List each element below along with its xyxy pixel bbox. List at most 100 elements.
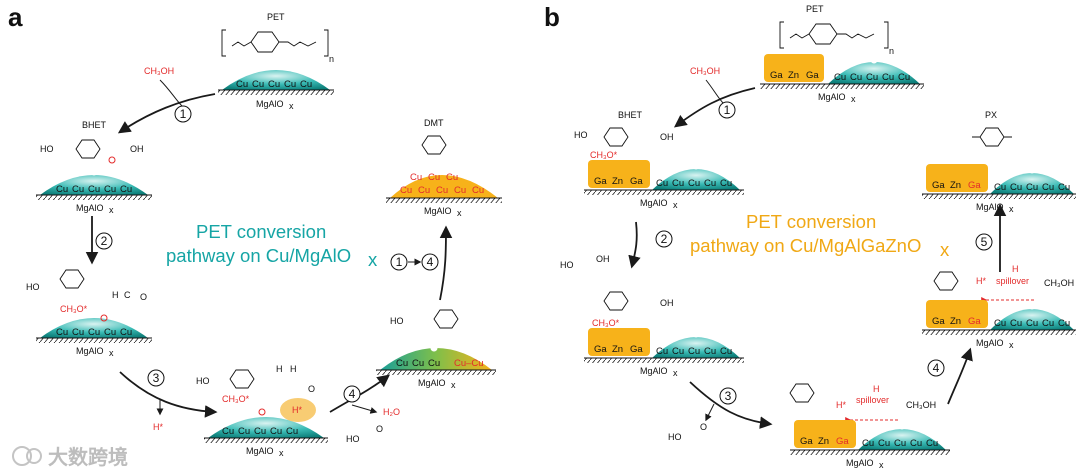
up-arrow-a bbox=[439, 225, 453, 301]
step1-arrow-b bbox=[673, 87, 756, 128]
ga-atom: Ga bbox=[932, 180, 945, 191]
cu-atom: Cu bbox=[300, 79, 312, 90]
cu-atom: Cu bbox=[412, 358, 424, 369]
hstar-label-b3: H* bbox=[836, 400, 846, 410]
step3-arrow-b bbox=[689, 381, 773, 429]
byproduct-o-label: O bbox=[376, 424, 383, 434]
panel-a-letter: a bbox=[8, 2, 23, 32]
ho-label: HO bbox=[574, 130, 588, 140]
cu-atom: Cu bbox=[104, 184, 116, 195]
intermediate-2-a: HO CH₃O* H C O Cu Cu Cu Cu Cu MgAlO x bbox=[26, 269, 152, 358]
step-1-icon-a2 bbox=[390, 253, 408, 271]
bhet-label-b: BHET bbox=[618, 110, 643, 120]
support-label: MgAlO bbox=[640, 198, 668, 208]
support-label: MgAlO bbox=[246, 446, 274, 456]
ga-atom: Ga bbox=[630, 176, 643, 187]
cu-atom: Cu bbox=[866, 72, 878, 83]
ga-atom: Ga bbox=[800, 436, 813, 447]
cu-cu-site: Cu–Cu bbox=[454, 358, 484, 369]
cu-atom: Cu bbox=[238, 426, 250, 437]
cu-atom: Cu bbox=[656, 346, 668, 357]
panel-b-title-line2: pathway on Cu/MgAlGaZnO bbox=[690, 235, 921, 256]
zn-atom: Zn bbox=[612, 344, 623, 355]
cu-atom: Cu bbox=[994, 182, 1006, 193]
support-sub: x bbox=[879, 460, 884, 470]
pet-structure-b: PET n bbox=[779, 4, 894, 56]
cu-atom: Cu bbox=[898, 72, 910, 83]
zn-atom: Zn bbox=[788, 70, 799, 81]
cu-atom: Cu bbox=[1042, 182, 1054, 193]
cu-atom: Cu bbox=[410, 172, 422, 183]
methanol-label-b4: CH₃OH bbox=[1044, 278, 1074, 288]
cu-atom: Cu bbox=[222, 426, 234, 437]
step-4-icon-a2 bbox=[421, 253, 439, 271]
zn-atom: Zn bbox=[818, 436, 829, 447]
support-sub: x bbox=[109, 205, 114, 215]
support-label: MgAlO bbox=[418, 378, 446, 388]
cu-atom: Cu bbox=[472, 185, 484, 196]
cu-atom: Cu bbox=[56, 184, 68, 195]
cu-atom: Cu bbox=[994, 318, 1006, 329]
pet-structure-a: PET n bbox=[221, 12, 334, 64]
panel-b-letter: b bbox=[544, 2, 560, 32]
ho-label: HO bbox=[390, 316, 404, 326]
o-label: O bbox=[308, 384, 315, 394]
byproduct-o-label-b: O bbox=[700, 422, 707, 432]
support-label: MgAlO bbox=[424, 206, 452, 216]
methanol-feed-a bbox=[159, 79, 183, 107]
methoxy-label-b: CH₃O* bbox=[590, 150, 618, 160]
step1-arrow-a bbox=[117, 93, 216, 134]
intermediate-4-a: HO Cu Cu Cu Cu–Cu MgAlO x bbox=[376, 309, 496, 390]
cu-atom: Cu bbox=[688, 178, 700, 189]
px-label: PX bbox=[985, 110, 997, 120]
cu-atom: Cu bbox=[1058, 318, 1070, 329]
ga-atom-active: Ga bbox=[836, 436, 849, 447]
step-1-number-a2: 1 bbox=[396, 255, 403, 269]
ho-label: HO bbox=[26, 282, 40, 292]
cu-atom: Cu bbox=[1042, 318, 1054, 329]
glycolaldehyde-release-b bbox=[705, 403, 715, 422]
support-sub: x bbox=[673, 200, 678, 210]
pet-label-b: PET bbox=[806, 4, 824, 14]
cu-atom: Cu bbox=[446, 172, 458, 183]
step3-arrow-a bbox=[119, 371, 218, 418]
cu-atom: Cu bbox=[254, 426, 266, 437]
ga-atom: Ga bbox=[594, 344, 607, 355]
step-4-number-a: 4 bbox=[349, 387, 356, 401]
support-sub: x bbox=[109, 348, 114, 358]
h2o-label-a: H₂O bbox=[383, 407, 400, 417]
intermediate-3-b: H* H spillover CH₃OH Ga Zn Ga Cu Cu Cu C… bbox=[789, 383, 950, 470]
cu-atom: Cu bbox=[1026, 182, 1038, 193]
ga-atom: Ga bbox=[932, 316, 945, 327]
h-label: H bbox=[112, 290, 119, 300]
step-4-number-a2: 4 bbox=[427, 255, 434, 269]
cu-atom: Cu bbox=[672, 346, 684, 357]
hstar-label-b4: H* bbox=[976, 276, 986, 286]
dmt-label: DMT bbox=[424, 118, 444, 128]
cu-atom: Cu bbox=[418, 185, 430, 196]
methoxy-label-a: CH₃O* bbox=[60, 304, 88, 314]
cu-atom: Cu bbox=[454, 185, 466, 196]
eg-ho-label: HO bbox=[560, 260, 574, 270]
pet-n-b: n bbox=[889, 46, 894, 56]
cu-atom: Cu bbox=[1010, 182, 1022, 193]
cu-atom: Cu bbox=[270, 426, 282, 437]
cu-atom: Cu bbox=[104, 327, 116, 338]
oh-label: OH bbox=[660, 132, 674, 142]
step-5-number-b: 5 bbox=[981, 235, 988, 249]
cu-atom: Cu bbox=[268, 79, 280, 90]
cu-atom: Cu bbox=[72, 327, 84, 338]
cu-atom: Cu bbox=[850, 72, 862, 83]
byproduct-ho-label: HO bbox=[346, 434, 360, 444]
cu-atom: Cu bbox=[656, 178, 668, 189]
intermediate-4-b: H* H spillover CH₃OH Ga Zn Ga Cu Cu Cu C… bbox=[922, 264, 1076, 350]
watermark-logo-icon bbox=[12, 446, 32, 466]
support-sub: x bbox=[451, 380, 456, 390]
cu-atom: Cu bbox=[428, 172, 440, 183]
step-1-number-b: 1 bbox=[724, 103, 731, 117]
panel-a-title-sub: x bbox=[368, 249, 378, 270]
o-label: O bbox=[140, 292, 147, 302]
support-sub: x bbox=[1009, 204, 1014, 214]
methoxy-label-a3: CH₃O* bbox=[222, 394, 250, 404]
